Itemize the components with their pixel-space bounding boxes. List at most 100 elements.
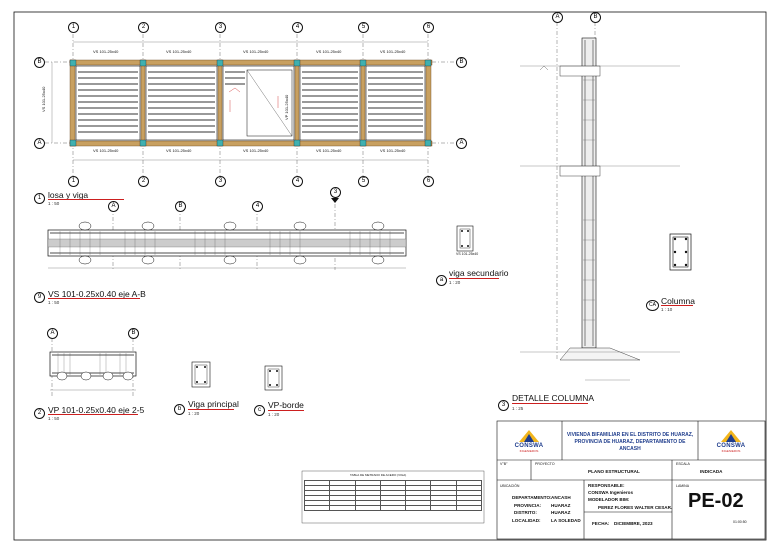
- logo-mark-icon: [519, 430, 539, 442]
- grid-bubble-2-bottom: 2: [138, 176, 149, 187]
- grid-bubble-2: 2: [138, 22, 149, 33]
- vpborde-scale: 1 : 20: [268, 412, 280, 417]
- main-beam-section: [191, 361, 211, 388]
- grid-bubble-4: 4: [292, 22, 303, 33]
- grid-bubble-b: B: [34, 57, 45, 68]
- vigaprin-title-marker: b: [174, 404, 185, 415]
- localidad-value: LA SOLEDAD: [551, 518, 581, 523]
- grid-bubble-6: 6: [423, 22, 434, 33]
- grid-bubble-4-bottom: 4: [292, 176, 303, 187]
- column-detail-elevation: [520, 22, 680, 381]
- provincia-value: HUARAZ: [551, 503, 571, 508]
- vp-axis-b: B: [128, 328, 139, 339]
- vpborde-title-underline: [268, 410, 304, 411]
- secondary-beam-section: [456, 225, 474, 252]
- grid-bubble-5-bottom: 5: [358, 176, 369, 187]
- proyecto-label: PROYECTO: [535, 462, 555, 466]
- vigaprin-title-underline: [188, 409, 234, 410]
- beam-tag-top-5: VS 101-25x40: [380, 49, 406, 54]
- logo-subtitle: INGENIEROS: [519, 449, 539, 453]
- columna-title-marker: CA: [646, 300, 659, 311]
- detalle-title: DETALLE COLUMNA: [512, 393, 595, 403]
- vs-axis-a: A: [108, 201, 119, 212]
- columna-title: Columna: [661, 296, 696, 306]
- departamento-value: ANCASH: [551, 495, 571, 500]
- vb-label: V°B°: [500, 462, 508, 466]
- vs-title: VS 101-0.25x0.40 eje A-B: [48, 289, 146, 299]
- plan-title-underline: [48, 199, 124, 200]
- beam-tag-bottom-5: VS 101-25x40: [380, 148, 406, 153]
- vs-beam-elevation: [47, 195, 407, 270]
- title-block-frame: [496, 420, 766, 540]
- vigaprin-title: Viga principal: [188, 399, 239, 409]
- vpborde-title-marker: c: [254, 405, 265, 416]
- vpborde-title: VP-borde: [268, 400, 304, 410]
- distrito-value: HUARAZ: [551, 510, 571, 515]
- beam-tag-top-4: VS 101-25x40: [316, 49, 342, 54]
- vp-title: VP 101-0.25x0.40 eje 2-5: [48, 405, 145, 415]
- company-logo-left: CONSWA INGENIEROS: [500, 426, 558, 456]
- grid-bubble-a-right: A: [456, 138, 467, 149]
- vigasec-scale: 1 : 20: [449, 280, 461, 285]
- beam-tag-bottom-1: VS 101-25x40: [93, 148, 119, 153]
- plan-title-marker: 1: [34, 193, 45, 204]
- vs-axis-4: 4: [252, 201, 263, 212]
- detalle-scale: 1 : 25: [512, 406, 524, 411]
- beam-tag-bottom-4: VS 101-25x40: [316, 148, 342, 153]
- grid-bubble-1: 1: [68, 22, 79, 33]
- vp-title-underline: [48, 414, 138, 415]
- ubicacion-label: UBICACIÓN: [500, 484, 520, 488]
- sheet-scale: 01:00:50: [733, 520, 747, 524]
- responsable-value: CONSWA Ingenieros: [588, 490, 634, 495]
- columna-scale: 1 : 10: [661, 307, 673, 312]
- section-a-tag: VS 101-25x40: [456, 252, 479, 256]
- vs-axis-b: B: [175, 201, 186, 212]
- escala-value: INDICADA: [700, 469, 723, 474]
- grid-bubble-6-bottom: 6: [423, 176, 434, 187]
- beam-tag-top-1: VS 101-25x40: [93, 49, 119, 54]
- detalle-title-marker: 3: [498, 400, 509, 411]
- beam-tag-top-3: VS 101-25x40: [243, 49, 269, 54]
- plan-title: losa y viga: [48, 190, 89, 200]
- fecha-value: DICIEMBRE, 2023: [614, 521, 653, 526]
- vigaprin-scale: 1 : 20: [188, 411, 200, 416]
- departamento-label: DEPARTAMENTO:: [512, 495, 552, 500]
- grid-bubble-3: 3: [215, 22, 226, 33]
- detail-axis-a: A: [552, 12, 563, 23]
- column-section: [669, 233, 692, 271]
- beam-tag-bottom-3: VS 101-25x40: [243, 148, 269, 153]
- slab-beam-plan: [45, 34, 455, 176]
- lamina-label: LAMINA: [676, 484, 690, 488]
- localidad-label: LOCALIDAD:: [512, 518, 541, 523]
- logo-subtitle: INGENIEROS: [721, 449, 741, 453]
- provincia-label: PROVINCIA:: [514, 503, 542, 508]
- beam-tag-side-left: VS 101-25x40: [41, 86, 46, 112]
- columna-title-underline: [661, 305, 693, 306]
- vigasec-title-marker: a: [436, 275, 447, 286]
- steel-schedule-frame: [301, 470, 485, 524]
- schedule-title: TABLA DE METRADO DE ACERO (VIGA): [350, 473, 407, 477]
- plan-scale: 1 : 50: [48, 201, 60, 206]
- logo-wordmark: CONSWA: [514, 443, 544, 449]
- sheet-number: PE-02: [688, 490, 744, 512]
- modelador-value: PEREZ FLORES WALTER CESAR.: [598, 505, 673, 510]
- escala-label: ESCALA: [676, 462, 690, 466]
- grid-bubble-b-right: B: [456, 57, 467, 68]
- modelador-label: MODELADOR BIM:: [588, 497, 630, 502]
- grid-bubble-5: 5: [358, 22, 369, 33]
- vigasec-title: viga secundario: [449, 268, 509, 278]
- fecha-label: FECHA:: [592, 521, 610, 526]
- vs-title-marker: 9: [34, 292, 45, 303]
- grid-bubble-1-bottom: 1: [68, 176, 79, 187]
- detail-axis-b: B: [590, 12, 601, 23]
- vs-scale: 1 : 50: [48, 300, 60, 305]
- vp-beam-elevation: [49, 338, 137, 398]
- logo-mark-icon: [721, 430, 741, 442]
- vs-axis-3: 3: [330, 187, 341, 198]
- company-logo-right: CONSWA INGENIEROS: [702, 426, 760, 456]
- vp-axis-a: A: [47, 328, 58, 339]
- grid-bubble-3-bottom: 3: [215, 176, 226, 187]
- vp-title-marker: 2: [34, 408, 45, 419]
- vs-title-underline: [48, 298, 140, 299]
